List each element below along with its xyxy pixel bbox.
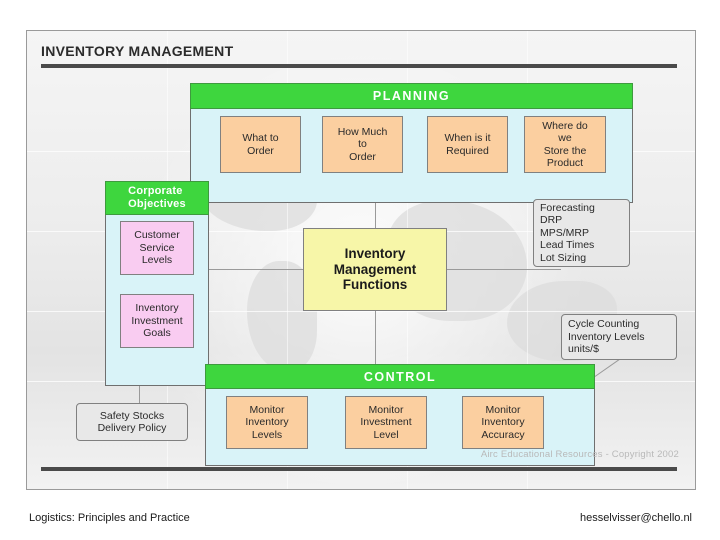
connector-center-right <box>447 269 561 270</box>
box-monitor-investment-level[interactable]: Monitor Investment Level <box>345 396 427 449</box>
page-title: INVENTORY MANAGEMENT <box>41 43 234 59</box>
box-where-do-we-store-the-product[interactable]: Where do we Store the Product <box>524 116 606 173</box>
connector-planning-center <box>375 203 376 228</box>
bottom-divider <box>41 467 677 471</box>
title-divider <box>41 64 677 68</box>
footer-course-title: Logistics: Principles and Practice <box>29 512 190 524</box>
box-how-much-to-order[interactable]: How Much to Order <box>322 116 403 173</box>
footer-email: hesselvisser@chello.nl <box>579 512 692 524</box>
callout-safety-stocks[interactable]: Safety Stocks Delivery Policy <box>76 403 188 441</box>
box-inventory-management-functions[interactable]: Inventory Management Functions <box>303 228 447 311</box>
title-block: INVENTORY MANAGEMENT <box>41 43 681 68</box>
control-header: CONTROL <box>205 364 595 389</box>
box-customer-service-levels[interactable]: Customer Service Levels <box>120 221 194 275</box>
connector-corporate-center <box>209 269 303 270</box>
copyright-watermark: Airc Educational Resources - Copyright 2… <box>480 449 679 460</box>
connector-corporate-safety <box>139 386 140 404</box>
corporate-objectives-header: Corporate Objectives <box>105 181 209 215</box>
box-monitor-inventory-accuracy[interactable]: Monitor Inventory Accuracy <box>462 396 544 449</box>
box-when-is-it-required[interactable]: When is it Required <box>427 116 508 173</box>
callout-forecasting[interactable]: Forecasting DRP MPS/MRP Lead Times Lot S… <box>533 199 630 267</box>
box-what-to-order[interactable]: What to Order <box>220 116 301 173</box>
diagram-frame: INVENTORY MANAGEMENT PLANNING What to Or… <box>26 30 696 490</box>
box-monitor-inventory-levels[interactable]: Monitor Inventory Levels <box>226 396 308 449</box>
corporate-objectives-band <box>105 181 209 386</box>
callout-cycle-counting[interactable]: Cycle Counting Inventory Levels units/$ <box>561 314 677 360</box>
box-inventory-investment-goals[interactable]: Inventory Investment Goals <box>120 294 194 348</box>
planning-header: PLANNING <box>190 83 633 109</box>
connector-center-control <box>375 311 376 364</box>
